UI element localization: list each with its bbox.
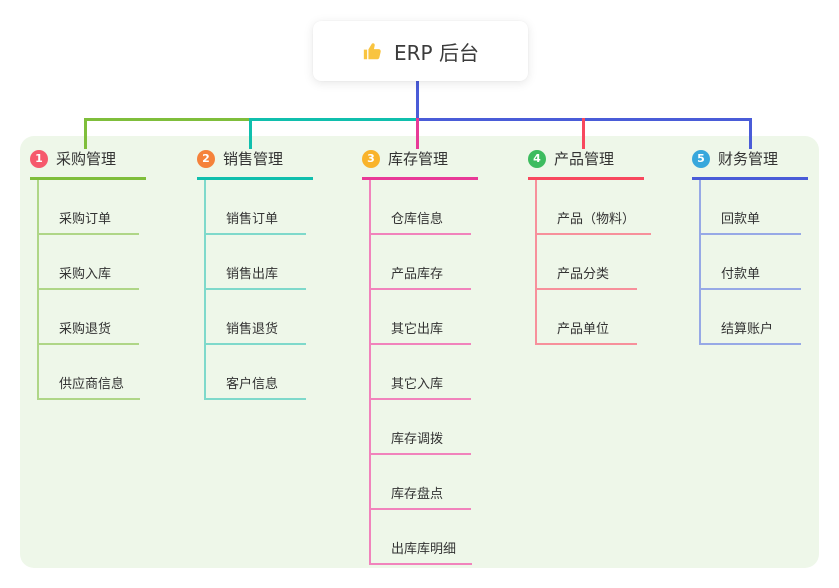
child-node[interactable]: 采购订单: [39, 208, 139, 235]
child-row: 销售出库: [206, 235, 313, 290]
branch-node-2: 2 销售管理 销售订单销售出库销售退货客户信息: [197, 146, 313, 400]
branch-node-1: 1 采购管理 采购订单采购入库采购退货供应商信息: [30, 146, 146, 400]
child-node[interactable]: 仓库信息: [371, 208, 471, 235]
branch-number-badge: 5: [692, 149, 710, 168]
branch-children: 产品（物料） 产品分类产品单位: [535, 180, 652, 345]
child-row: 采购订单: [39, 180, 146, 235]
child-row: 产品（物料）: [537, 180, 652, 235]
connector-line: [749, 118, 752, 149]
child-row: 其它入库: [371, 345, 478, 400]
child-node[interactable]: 产品库存: [371, 263, 471, 290]
child-node[interactable]: 其它出库: [371, 318, 471, 345]
child-node[interactable]: 采购入库: [39, 263, 139, 290]
connector-line: [249, 118, 252, 149]
canvas-panel: [20, 136, 819, 568]
child-row: 出库库明细: [371, 510, 478, 565]
child-row: 产品分类: [537, 235, 651, 290]
branch-number-badge: 4: [528, 149, 546, 168]
child-node[interactable]: 采购退货: [39, 318, 139, 345]
branch-label: 产品管理: [554, 150, 615, 168]
child-node[interactable]: 客户信息: [206, 373, 306, 400]
branch-node-5: 5 财务管理 回款单付款单结算账户: [692, 146, 808, 345]
branch-header[interactable]: 4 产品管理: [528, 146, 644, 180]
child-node[interactable]: 库存盘点: [371, 483, 471, 510]
child-row: 客户信息: [206, 345, 313, 400]
branch-number-badge: 2: [197, 149, 215, 168]
child-row: 仓库信息: [371, 180, 478, 235]
thumbs-up-icon: [362, 40, 384, 62]
branch-header[interactable]: 1 采购管理: [30, 146, 146, 180]
child-node[interactable]: 出库库明细: [371, 538, 473, 565]
branch-node-3: 3 库存管理 仓库信息产品库存其它出库其它入库库存调拨库存盘点出库库明细: [362, 146, 478, 565]
child-node[interactable]: 结算账户: [701, 318, 801, 345]
root-label: ERP 后台: [394, 40, 479, 65]
branch-children: 销售订单销售出库销售退货客户信息: [204, 180, 313, 400]
connector-line: [84, 118, 251, 121]
branch-number-badge: 1: [30, 149, 48, 168]
branch-header[interactable]: 5 财务管理: [692, 146, 808, 180]
connector-line: [416, 118, 419, 149]
branch-label: 采购管理: [56, 150, 117, 168]
child-node[interactable]: 销售订单: [206, 208, 306, 235]
branch-header[interactable]: 3 库存管理: [362, 146, 478, 180]
branch-node-4: 4 产品管理 产品（物料） 产品分类产品单位: [528, 146, 652, 345]
branch-children: 回款单付款单结算账户: [699, 180, 808, 345]
child-node[interactable]: 产品分类: [537, 263, 637, 290]
child-row: 采购退货: [39, 290, 146, 345]
child-row: 产品单位: [537, 290, 651, 345]
connector-line: [249, 118, 418, 121]
branch-number-badge: 3: [362, 149, 380, 168]
child-row: 销售退货: [206, 290, 313, 345]
root-node[interactable]: ERP 后台: [313, 21, 528, 81]
branch-label: 销售管理: [223, 150, 284, 168]
child-row: 产品库存: [371, 235, 478, 290]
connector-line: [84, 118, 87, 149]
child-node[interactable]: 销售出库: [206, 263, 306, 290]
child-row: 库存盘点: [371, 455, 478, 510]
child-node[interactable]: 付款单: [701, 263, 801, 290]
child-node[interactable]: 供应商信息: [39, 373, 141, 400]
child-node[interactable]: 销售退货: [206, 318, 306, 345]
child-row: 其它出库: [371, 290, 478, 345]
child-row: 付款单: [701, 235, 808, 290]
child-row: 采购入库: [39, 235, 146, 290]
child-node[interactable]: 产品单位: [537, 318, 637, 345]
connector-line: [416, 81, 419, 121]
child-row: 结算账户: [701, 290, 808, 345]
child-node[interactable]: 其它入库: [371, 373, 471, 400]
child-node[interactable]: 产品（物料）: [537, 208, 652, 235]
branch-children: 仓库信息产品库存其它出库其它入库库存调拨库存盘点出库库明细: [369, 180, 478, 565]
child-row: 供应商信息: [39, 345, 146, 400]
branch-children: 采购订单采购入库采购退货供应商信息: [37, 180, 146, 400]
child-row: 销售订单: [206, 180, 313, 235]
branch-header[interactable]: 2 销售管理: [197, 146, 313, 180]
connector-line: [582, 118, 585, 149]
branch-label: 财务管理: [718, 150, 779, 168]
branch-label: 库存管理: [388, 150, 449, 168]
child-node[interactable]: 库存调拨: [371, 428, 471, 455]
child-row: 库存调拨: [371, 400, 478, 455]
child-node[interactable]: 回款单: [701, 208, 801, 235]
child-row: 回款单: [701, 180, 808, 235]
